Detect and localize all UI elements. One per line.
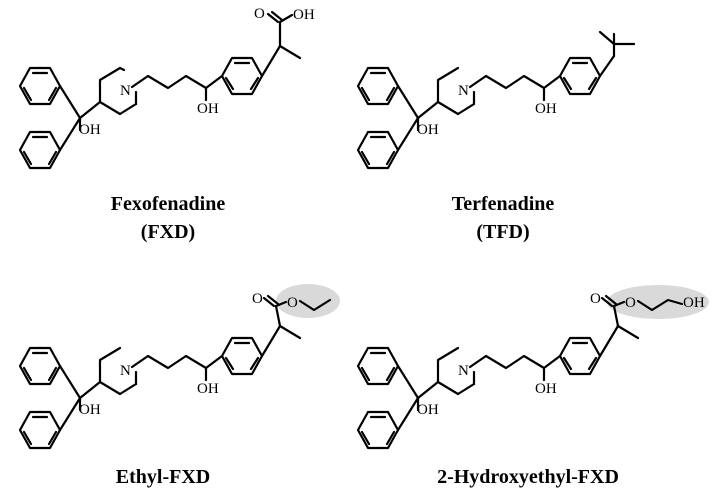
caption-2-hydroxyethyl-fxd: 2-Hydroxyethyl-FXD <box>437 466 619 488</box>
piperidine-ring <box>98 66 138 116</box>
nitrogen-label: N <box>458 363 469 379</box>
ethyl-ester-highlight <box>276 284 340 318</box>
tert-butyl-group <box>598 30 636 58</box>
tertiary-oh-label: OH <box>79 402 101 418</box>
acid-oh-label: OH <box>293 7 315 23</box>
tertiary-oh-label: OH <box>79 122 101 138</box>
hydroxyl-label: OH <box>197 101 219 117</box>
molecule-terfenadine: OH N OH <box>356 30 636 170</box>
hydroxyethyl-ester-highlight <box>607 285 709 319</box>
nitrogen-label: N <box>120 363 131 379</box>
caption-terfenadine-abbr: (TFD) <box>476 221 529 243</box>
benzene-ring <box>220 336 264 376</box>
benzene-ring <box>220 56 264 96</box>
benzene-ring <box>558 56 602 96</box>
benzene-ring <box>558 336 602 376</box>
diphenylmethyl-group <box>18 346 82 450</box>
caption-fexofenadine-abbr: (FXD) <box>141 221 195 243</box>
molecule-2-hydroxyethyl-fxd: OH N OH O O OH <box>356 291 705 450</box>
diphenylmethyl-group <box>18 66 82 170</box>
piperidine-ring <box>436 346 476 396</box>
ester-o-label: O <box>625 295 636 311</box>
piperidine-ring <box>98 346 138 396</box>
carbonyl-o-label: O <box>590 291 601 307</box>
carbonyl-o-label: O <box>252 291 263 307</box>
hydroxyl-label: OH <box>535 381 557 397</box>
caption-ethyl-fxd: Ethyl-FXD <box>116 466 210 488</box>
caption-terfenadine-name: Terfenadine <box>452 193 555 215</box>
nitrogen-label: N <box>458 83 469 99</box>
diphenylmethyl-group <box>356 66 420 170</box>
molecule-ethyl-fxd: OH N OH O O <box>18 291 332 450</box>
piperidine-ring <box>436 66 476 116</box>
tertiary-oh-label: OH <box>417 122 439 138</box>
hydroxyl-label: OH <box>197 381 219 397</box>
nitrogen-label: N <box>120 83 131 99</box>
terminal-oh-label: OH <box>683 295 705 311</box>
diphenylmethyl-group <box>356 346 420 450</box>
caption-fexofenadine-name: Fexofenadine <box>111 193 226 215</box>
ester-o-label: O <box>287 295 298 311</box>
hydroxyl-label: OH <box>535 101 557 117</box>
molecule-fexofenadine: OH N OH O OH <box>18 6 315 170</box>
carbonyl-o-label: O <box>254 6 265 22</box>
tertiary-oh-label: OH <box>417 402 439 418</box>
